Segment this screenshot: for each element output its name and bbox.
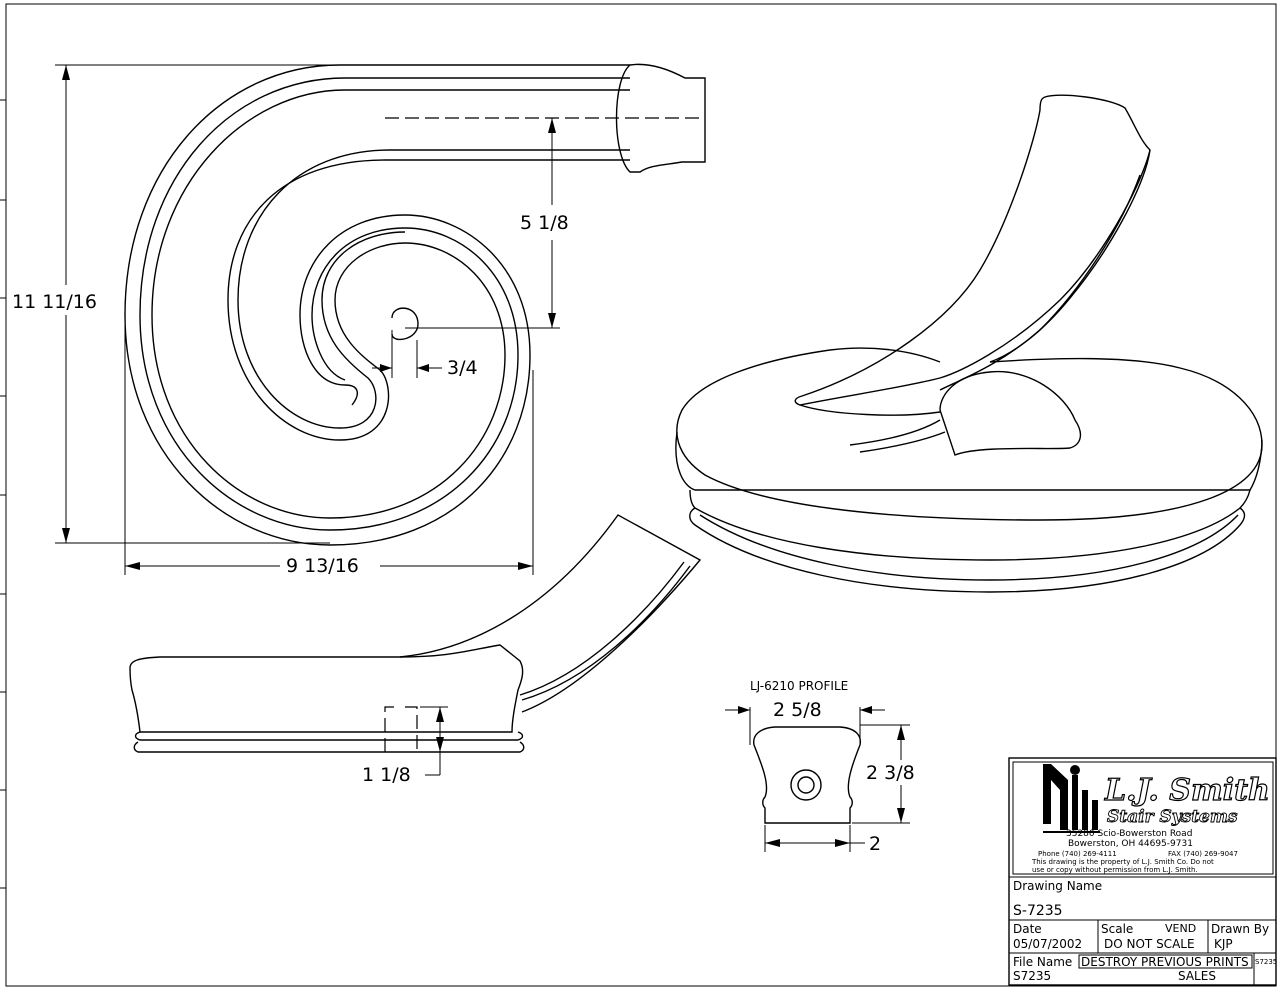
- top-view-volute: [124, 63, 706, 546]
- dim-overall-width: 9 13/16: [124, 320, 534, 577]
- iso-inner-groove-2: [859, 431, 946, 453]
- volute-rail-groove: [151, 89, 630, 519]
- date-value: 05/07/2002: [1013, 937, 1082, 951]
- dim-eye-width: 3/4: [372, 330, 478, 379]
- volute-eye: [391, 307, 419, 341]
- elev-rail-groove-2: [519, 561, 685, 696]
- scale-value: DO NOT SCALE: [1104, 937, 1195, 951]
- side-elevation: [129, 514, 702, 753]
- dim-center-offset: 5 1/8: [520, 118, 569, 328]
- phone-number: Phone (740) 269-4111: [1038, 850, 1117, 858]
- fax-number: FAX (740) 269-9047: [1168, 850, 1238, 858]
- drawn-by-label: Drawn By: [1211, 922, 1269, 936]
- profile-view: LJ-6210 PROFILE 2 5/8 2 3/8 2: [725, 679, 915, 855]
- iso-volute-cap: [939, 370, 1082, 456]
- mini-drawing-id: S7235: [1255, 958, 1277, 966]
- destroy-notice: DESTROY PREVIOUS PRINTS: [1081, 955, 1249, 969]
- drawn-by-value: KJP: [1214, 937, 1233, 951]
- iso-inner-edge: [799, 404, 941, 416]
- scale-label: Scale: [1101, 922, 1133, 936]
- profile-outline: [753, 726, 862, 824]
- notice-line1: This drawing is the property of L.J. Smi…: [1031, 858, 1214, 866]
- iso-bead: [689, 507, 1246, 593]
- elev-rail: [399, 514, 702, 713]
- company-logo-icon: [1043, 764, 1100, 833]
- left-edge-ticks: [0, 99, 6, 889]
- dim-label-profile-base: 2: [869, 833, 881, 855]
- destroy-notice-box: [1078, 954, 1253, 969]
- address-line1: 35280 Scio-Bowerston Road: [1066, 829, 1192, 839]
- title-block-frame: [1008, 757, 1277, 986]
- drawing-name-value: S-7235: [1013, 903, 1063, 919]
- scale-vend: VEND: [1165, 922, 1196, 935]
- drawing-name-label: Drawing Name: [1013, 879, 1102, 893]
- volute-rail-inner: [237, 149, 630, 429]
- dim-overall-height: 11 11/16: [12, 64, 630, 544]
- elev-rail-groove: [521, 565, 691, 701]
- dim-label-overall-width: 9 13/16: [286, 555, 359, 577]
- isometric-view: [675, 94, 1263, 593]
- iso-rail-side: [989, 149, 1151, 363]
- iso-inner-groove-1: [849, 419, 941, 446]
- company-name: L.J. Smith: [1104, 773, 1270, 808]
- dim-label-base-height: 1 1/8: [362, 764, 411, 786]
- elev-body: [129, 644, 524, 733]
- company-division: Stair Systems: [1107, 807, 1238, 827]
- volute-outer-edge: [124, 64, 630, 546]
- elev-base: [133, 741, 525, 753]
- profile-label: LJ-6210 PROFILE: [750, 679, 848, 693]
- rail-end-cap: [615, 63, 706, 173]
- elev-bead: [134, 731, 524, 741]
- date-label: Date: [1013, 922, 1042, 936]
- elev-hidden-eye: [384, 706, 418, 752]
- dim-base-height: 1 1/8: [362, 706, 448, 786]
- address-line2: Bowerston, OH 44695-9731: [1068, 839, 1193, 849]
- dim-label-center-offset: 5 1/8: [520, 212, 569, 234]
- dim-label-eye-width: 3/4: [447, 357, 478, 379]
- dim-label-overall-height: 11 11/16: [12, 291, 97, 313]
- title-block: L.J. Smith Stair Systems 35280 Scio-Bowe…: [1008, 757, 1277, 986]
- profile-bolt-outer: [790, 769, 822, 801]
- dim-label-profile-height: 2 3/8: [866, 762, 915, 784]
- dim-label-profile-width: 2 5/8: [773, 699, 822, 721]
- iso-volute-top: [676, 347, 1263, 521]
- iso-rail-groove: [939, 174, 1141, 391]
- profile-bolt-inner: [797, 776, 815, 794]
- volute-inner-edge: [139, 77, 630, 531]
- file-name-label: File Name: [1013, 955, 1072, 969]
- sales-label: SALES: [1178, 969, 1216, 983]
- file-name-value: S7235: [1013, 969, 1051, 983]
- notice-line2: use or copy without permission from L.J.…: [1032, 866, 1198, 874]
- iso-body-side: [675, 431, 1263, 491]
- iso-bead-line: [699, 514, 1239, 581]
- iso-rail-top: [794, 94, 1151, 406]
- logo-panel: [1012, 761, 1274, 875]
